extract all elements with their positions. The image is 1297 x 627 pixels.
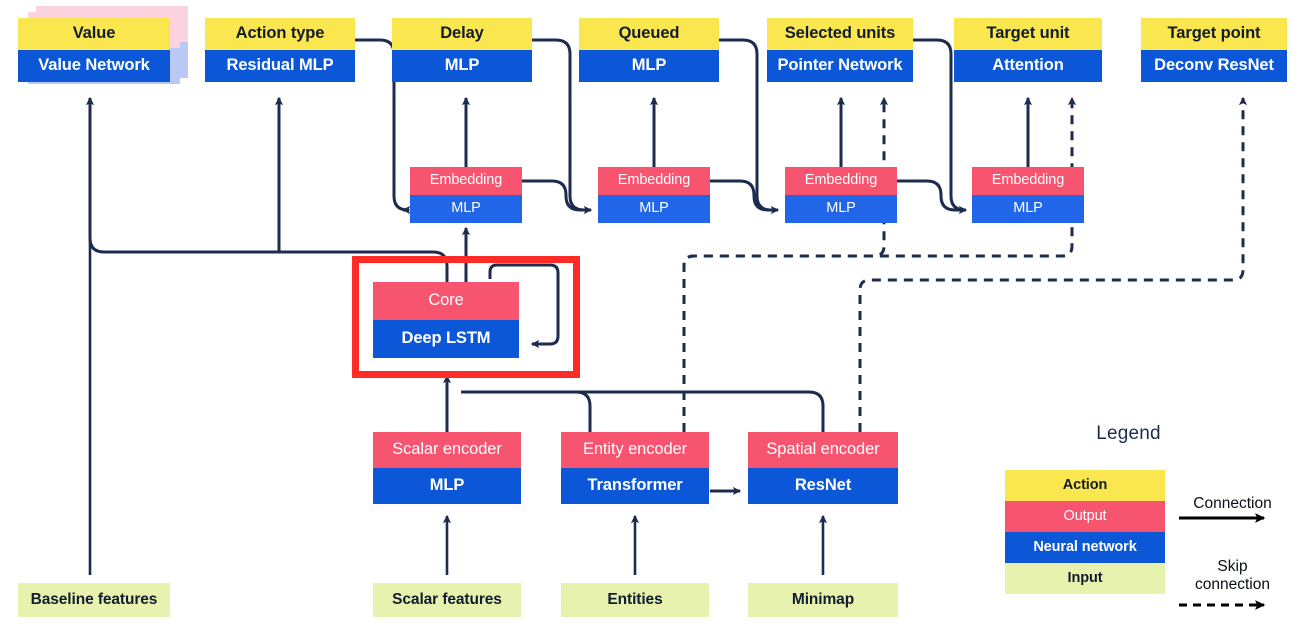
skip-entity-to-target-unit <box>682 96 1077 432</box>
input-baseline-features-label: Baseline features <box>18 583 170 617</box>
core-block[interactable]: Core Deep LSTM <box>373 282 519 358</box>
legend-key-connection: Connection <box>1193 495 1272 512</box>
input-baseline-features[interactable]: Baseline features <box>18 583 170 617</box>
edge-embedding-delay-carry <box>522 179 591 212</box>
embedding-queued[interactable]: Embedding MLP <box>598 167 710 223</box>
embedding-queued-network-label: MLP <box>598 195 710 223</box>
legend-swatch-input: Input <box>1005 563 1165 594</box>
encoder-scalar-output-label: Scalar encoder <box>373 432 521 468</box>
embedding-delay-output-label: Embedding <box>410 167 522 195</box>
embedding-selected-units[interactable]: Embedding MLP <box>785 167 897 223</box>
head-delay-network-label: MLP <box>392 50 532 82</box>
input-minimap-label: Minimap <box>748 583 898 617</box>
input-entities[interactable]: Entities <box>561 583 709 617</box>
legend-swatch-neural-network: Neural network <box>1005 532 1165 563</box>
encoder-entity-network-label: Transformer <box>561 468 709 504</box>
encoder-entity[interactable]: Entity encoder Transformer <box>561 432 709 504</box>
head-target-unit-network-label: Attention <box>954 50 1102 82</box>
legend-swatch-output: Output <box>1005 501 1165 532</box>
input-scalar-features-label: Scalar features <box>373 583 521 617</box>
encoder-scalar[interactable]: Scalar encoder MLP <box>373 432 521 504</box>
head-action-type-action-label: Action type <box>205 18 355 50</box>
head-target-unit-action-label: Target unit <box>954 18 1102 50</box>
head-value-action-label: Value <box>18 18 170 50</box>
skip-entity-to-selected-units <box>682 96 889 432</box>
edge-embedding-queued-carry <box>710 179 778 212</box>
head-target-unit[interactable]: Target unit Attention <box>954 18 1102 82</box>
skip-spatial-to-target-point <box>858 96 1248 432</box>
head-action-type-network-label: Residual MLP <box>205 50 355 82</box>
head-selected-units-action-label: Selected units <box>767 18 913 50</box>
legend-title: Legend <box>1096 423 1161 444</box>
legend: Legend Action Output Neural network Inpu… <box>960 415 1297 627</box>
head-target-point-network-label: Deconv ResNet <box>1141 50 1287 82</box>
head-target-point[interactable]: Target point Deconv ResNet <box>1141 18 1287 82</box>
input-scalar-features[interactable]: Scalar features <box>373 583 521 617</box>
head-delay[interactable]: Delay MLP <box>392 18 532 82</box>
embedding-delay-network-label: MLP <box>410 195 522 223</box>
embedding-delay[interactable]: Embedding MLP <box>410 167 522 223</box>
head-target-point-action-label: Target point <box>1141 18 1287 50</box>
input-entities-label: Entities <box>561 583 709 617</box>
head-queued[interactable]: Queued MLP <box>579 18 719 82</box>
edge-spatial-encoder-to-core-bus <box>461 390 825 432</box>
encoder-entity-output-label: Entity encoder <box>561 432 709 468</box>
edge-core-to-value <box>85 96 449 282</box>
head-value[interactable]: Value Value Network <box>18 18 170 82</box>
head-delay-action-label: Delay <box>392 18 532 50</box>
legend-swatch-action: Action <box>1005 470 1165 501</box>
legend-swatch-stack: Action Output Neural network Input <box>1005 470 1165 594</box>
head-value-network-label: Value Network <box>18 50 170 82</box>
embedding-selected-units-network-label: MLP <box>785 195 897 223</box>
edge-embedding-selected-carry <box>897 179 966 212</box>
encoder-spatial[interactable]: Spatial encoder ResNet <box>748 432 898 504</box>
input-minimap[interactable]: Minimap <box>748 583 898 617</box>
head-queued-network-label: MLP <box>579 50 719 82</box>
encoder-spatial-output-label: Spatial encoder <box>748 432 898 468</box>
core-output-label: Core <box>373 282 519 320</box>
core-network-label: Deep LSTM <box>373 320 519 358</box>
embedding-queued-output-label: Embedding <box>598 167 710 195</box>
edge-entity-encoder-to-core-bus <box>461 390 592 432</box>
embedding-target-unit-network-label: MLP <box>972 195 1084 223</box>
embedding-target-unit[interactable]: Embedding MLP <box>972 167 1084 223</box>
encoder-spatial-network-label: ResNet <box>748 468 898 504</box>
head-queued-action-label: Queued <box>579 18 719 50</box>
head-selected-units[interactable]: Selected units Pointer Network <box>767 18 913 82</box>
embedding-selected-units-output-label: Embedding <box>785 167 897 195</box>
encoder-scalar-network-label: MLP <box>373 468 521 504</box>
head-selected-units-network-label: Pointer Network <box>767 50 913 82</box>
head-action-type[interactable]: Action type Residual MLP <box>205 18 355 82</box>
embedding-target-unit-output-label: Embedding <box>972 167 1084 195</box>
